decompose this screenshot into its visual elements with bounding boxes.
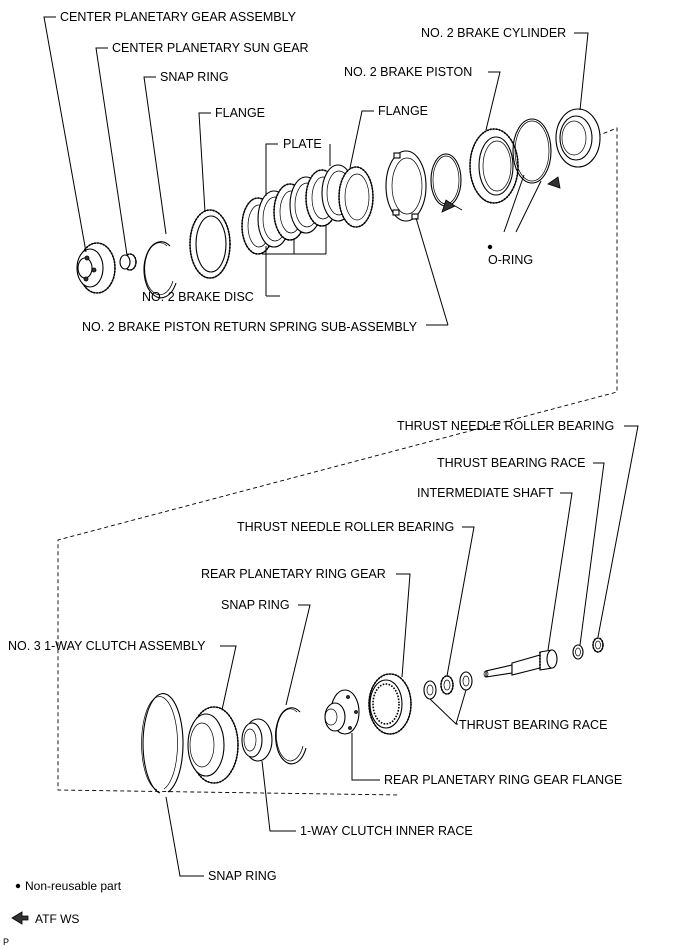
no3-one-way-clutch-part <box>187 706 239 784</box>
label-center-planetary-gear-assembly: CENTER PLANETARY GEAR ASSEMBLY <box>60 10 297 24</box>
center-planetary-gear-assembly-part <box>76 242 116 294</box>
rear-planetary-ring-gear-part <box>368 673 412 735</box>
legend-atf: ATF WS <box>35 912 79 926</box>
rear-planetary-ring-gear-flange-part <box>324 689 360 735</box>
flange-left-part <box>189 209 231 279</box>
label-snap-ring-bottom: SNAP RING <box>208 869 277 883</box>
thrust-bearing-race-lower-2-part <box>459 671 473 691</box>
o-ring-small-part <box>430 153 462 207</box>
label-snap-ring-upper: SNAP RING <box>160 70 229 84</box>
snap-ring-upper-part <box>143 241 177 299</box>
intermediate-shaft-part <box>483 649 558 678</box>
flange-right-part <box>338 166 374 228</box>
label-rear-planetary-ring-gear-flange: REAR PLANETARY RING GEAR FLANGE <box>384 773 622 787</box>
lower-leader-lines <box>165 425 639 877</box>
label-flange-right: FLANGE <box>378 104 428 118</box>
label-thrust-needle-roller-bearing-mid: THRUST NEEDLE ROLLER BEARING <box>237 520 454 534</box>
label-no2-brake-piston: NO. 2 BRAKE PISTON <box>344 65 472 79</box>
label-flange-left: FLANGE <box>215 106 265 120</box>
thrust-bearing-race-top-part <box>572 644 584 660</box>
label-thrust-bearing-race-top: THRUST BEARING RACE <box>437 456 585 470</box>
label-no2-brake-cylinder: NO. 2 BRAKE CYLINDER <box>421 26 566 40</box>
atf-arrow-icon <box>547 176 561 189</box>
no2-brake-piston-part <box>469 128 519 204</box>
label-thrust-needle-roller-bearing-top: THRUST NEEDLE ROLLER BEARING <box>397 419 614 433</box>
atf-arrow-icon <box>441 199 456 213</box>
legend: Non-reusable part ATF WS P <box>3 879 122 947</box>
brake-disc-plate-stack <box>241 164 355 255</box>
atf-arrow-icon <box>11 911 29 925</box>
label-plate: PLATE <box>283 137 322 151</box>
label-center-planetary-sun-gear: CENTER PLANETARY SUN GEAR <box>112 41 309 55</box>
label-o-ring: O-RING <box>488 253 533 267</box>
no2-brake-cylinder-part <box>555 108 601 168</box>
thrust-needle-roller-bearing-top-part <box>592 637 604 653</box>
label-rear-planetary-ring-gear: REAR PLANETARY RING GEAR <box>201 567 386 581</box>
non-reusable-dot-icon <box>15 883 21 889</box>
label-one-way-clutch-inner-race: 1-WAY CLUTCH INNER RACE <box>300 824 473 838</box>
snap-ring-bottom-part <box>141 693 184 794</box>
assembly-boundary <box>57 127 618 796</box>
one-way-clutch-inner-race-part <box>241 718 273 762</box>
legend-non-reusable: Non-reusable part <box>25 879 122 893</box>
label-no2-brake-disc: NO. 2 BRAKE DISC <box>142 290 254 304</box>
center-planetary-sun-gear-part <box>119 253 137 271</box>
atf-arrows <box>441 176 561 213</box>
return-spring-part <box>385 150 427 222</box>
upper-leader-lines <box>43 16 589 326</box>
label-no3-one-way-clutch-assembly: NO. 3 1-WAY CLUTCH ASSEMBLY <box>8 639 206 653</box>
corner-mark: P <box>3 937 9 947</box>
non-reusable-dot-icon <box>487 244 493 250</box>
thrust-bearing-race-lower-part <box>423 680 437 700</box>
thrust-needle-roller-bearing-lower-part <box>440 675 454 695</box>
label-thrust-bearing-race-bottom: THRUST BEARING RACE <box>459 718 607 732</box>
label-intermediate-shaft: INTERMEDIATE SHAFT <box>417 486 554 500</box>
snap-ring-mid-part <box>275 707 307 765</box>
label-snap-ring-mid: SNAP RING <box>221 598 290 612</box>
o-ring-large-part <box>512 118 552 184</box>
label-no2-brake-piston-return-spring: NO. 2 BRAKE PISTON RETURN SPRING SUB-ASS… <box>82 320 418 334</box>
